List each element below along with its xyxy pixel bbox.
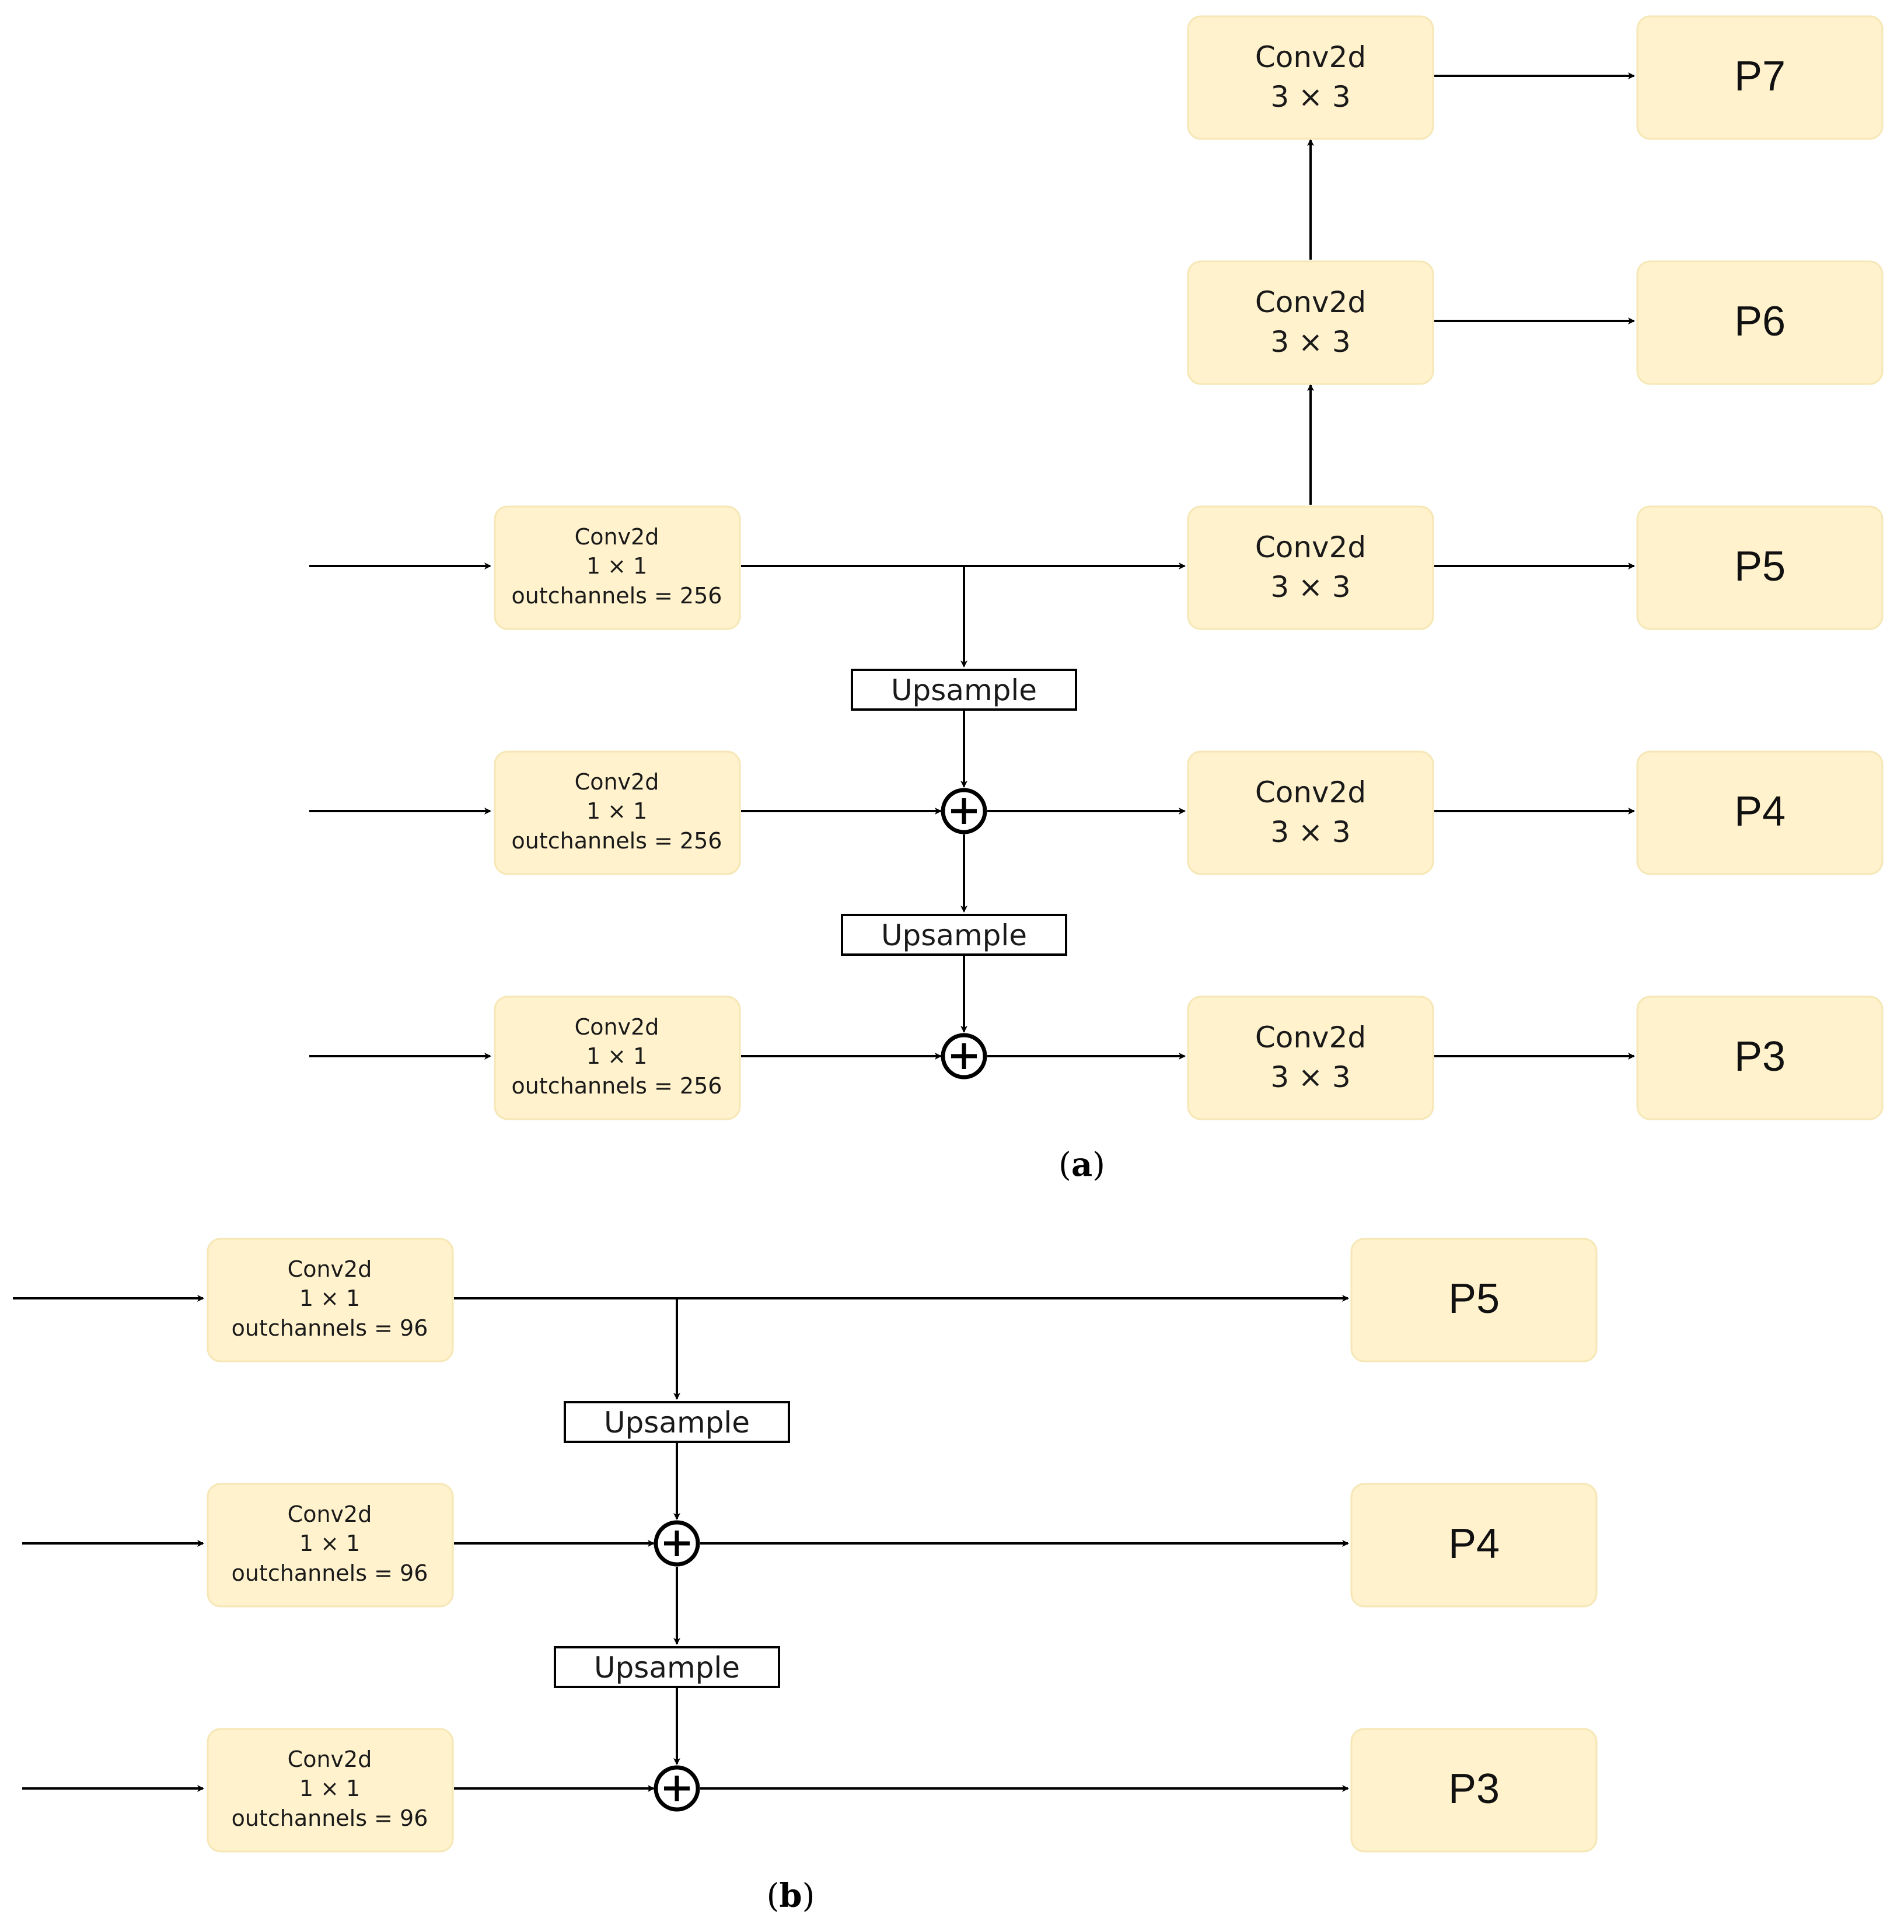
output-box-p3: P3	[1636, 995, 1884, 1120]
kernel-size: 1 × 1	[586, 1043, 647, 1069]
kernel-size: 3 × 3	[1270, 1060, 1350, 1094]
kernel-size: 3 × 3	[1270, 815, 1350, 849]
conv1x1-box: Conv2d 1 × 1 outchannels = 256	[494, 750, 741, 875]
conv1x1-box: Conv2d 1 × 1 outchannels = 96	[207, 1483, 454, 1608]
kernel-size: 1 × 1	[299, 1776, 360, 1801]
conv-title: Conv2d	[288, 1746, 372, 1772]
output-label: P7	[1734, 53, 1786, 100]
panel-b: Conv2d 1 × 1 outchannels = 96 Conv2d 1 ×…	[13, 1238, 1598, 1915]
conv1x1-box: Conv2d 1 × 1 outchannels = 256	[494, 995, 741, 1120]
out-channels: outchannels = 256	[512, 1073, 722, 1099]
output-label: P4	[1734, 788, 1786, 835]
conv-title: Conv2d	[288, 1256, 372, 1282]
output-label: P4	[1448, 1521, 1500, 1567]
output-box-p4: P4	[1350, 1483, 1598, 1608]
kernel-size: 1 × 1	[586, 553, 647, 579]
conv-title: Conv2d	[288, 1501, 372, 1527]
conv1x1-box: Conv2d 1 × 1 outchannels = 256	[494, 505, 741, 630]
panel-a-connections	[309, 72, 1635, 1060]
add-operator	[654, 1520, 700, 1567]
conv-title: Conv2d	[575, 524, 659, 550]
conv3x3-box: Conv2d 3 × 3	[1187, 750, 1434, 875]
caption-b: (b)	[767, 1877, 815, 1915]
output-box-p7: P7	[1636, 15, 1884, 140]
upsample-box: Upsample	[554, 1646, 780, 1688]
output-label: P6	[1734, 298, 1786, 345]
conv-title: Conv2d	[575, 1014, 659, 1040]
output-box-p4: P4	[1636, 750, 1884, 875]
kernel-size: 1 × 1	[586, 798, 647, 824]
output-box-p5: P5	[1350, 1238, 1598, 1362]
kernel-size: 3 × 3	[1270, 80, 1350, 114]
conv-title: Conv2d	[1255, 285, 1366, 319]
add-operator	[941, 1033, 987, 1079]
conv3x3-box: Conv2d 3 × 3	[1187, 995, 1434, 1120]
conv-title: Conv2d	[1255, 1021, 1366, 1054]
output-label: P5	[1734, 543, 1786, 590]
out-channels: outchannels = 96	[232, 1560, 428, 1586]
conv-title: Conv2d	[1255, 775, 1366, 809]
output-label: P3	[1448, 1766, 1500, 1812]
upsample-label: Upsample	[594, 1651, 740, 1685]
upsample-label: Upsample	[604, 1406, 750, 1440]
conv3x3-box: Conv2d 3 × 3	[1187, 505, 1434, 630]
conv-title: Conv2d	[1255, 40, 1366, 74]
caption-a: (a)	[1058, 1145, 1105, 1184]
out-channels: outchannels = 256	[512, 828, 722, 854]
kernel-size: 3 × 3	[1270, 570, 1350, 604]
upsample-label: Upsample	[891, 673, 1037, 707]
add-operator	[941, 788, 987, 834]
upsample-box: Upsample	[851, 669, 1077, 711]
upsample-box: Upsample	[841, 914, 1067, 956]
caption-b-letter: b	[779, 1877, 802, 1915]
conv3x3-box: Conv2d 3 × 3	[1187, 260, 1434, 385]
upsample-label: Upsample	[881, 918, 1027, 952]
output-box-p3: P3	[1350, 1728, 1598, 1853]
kernel-size: 1 × 1	[299, 1285, 360, 1311]
conv1x1-box: Conv2d 1 × 1 outchannels = 96	[207, 1238, 454, 1362]
panel-a: Conv2d 1 × 1 outchannels = 256 Conv2d 1 …	[309, 15, 1884, 1184]
output-box-p6: P6	[1636, 260, 1884, 385]
out-channels: outchannels = 96	[232, 1315, 428, 1341]
kernel-size: 3 × 3	[1270, 325, 1350, 359]
out-channels: outchannels = 96	[232, 1805, 428, 1831]
output-box-p5: P5	[1636, 505, 1884, 630]
conv-title: Conv2d	[575, 769, 659, 795]
output-label: P5	[1448, 1276, 1500, 1322]
kernel-size: 1 × 1	[299, 1531, 360, 1556]
out-channels: outchannels = 256	[512, 583, 722, 609]
conv1x1-box: Conv2d 1 × 1 outchannels = 96	[207, 1728, 454, 1853]
conv-title: Conv2d	[1255, 530, 1366, 564]
panel-b-connections	[13, 1295, 1349, 1792]
caption-a-letter: a	[1071, 1145, 1092, 1184]
output-label: P3	[1734, 1033, 1786, 1080]
upsample-box: Upsample	[564, 1401, 790, 1443]
conv3x3-box: Conv2d 3 × 3	[1187, 15, 1434, 140]
add-operator	[654, 1765, 700, 1812]
